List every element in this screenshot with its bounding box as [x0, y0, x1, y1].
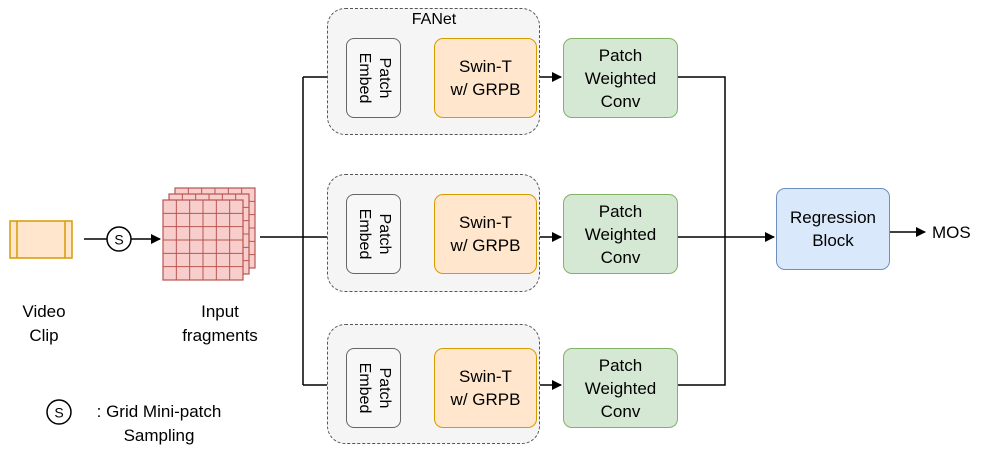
patch-weighted-conv-block-3: Patch Weighted Conv — [563, 348, 678, 428]
patch-embed-block-3: Patch Embed — [346, 348, 401, 428]
regression-block: Regression Block — [776, 188, 890, 270]
swin-t-block-3: Swin-T w/ GRPB — [434, 348, 537, 428]
mos-output-label: MOS — [932, 223, 971, 242]
input-fragments-label: Input fragments — [182, 302, 258, 345]
patch-embed-block-1: Patch Embed — [346, 38, 401, 118]
patch-embed-label-1: Patch Embed — [355, 52, 393, 104]
sampling-legend-label: : Grid Mini-patch Sampling — [96, 402, 222, 445]
fanet-title: FANet — [411, 11, 457, 28]
patch-weighted-conv-block-1: Patch Weighted Conv — [563, 38, 678, 118]
swin-t-block-2: Swin-T w/ GRPB — [434, 194, 537, 274]
patch-embed-label-3: Patch Embed — [355, 362, 393, 414]
patch-embed-label-2: Patch Embed — [355, 208, 393, 260]
sampling-symbol: S — [114, 232, 123, 248]
video-clip-label: Video Clip — [22, 302, 66, 345]
merge-lines — [678, 76, 775, 386]
patch-weighted-conv-block-2: Patch Weighted Conv — [563, 194, 678, 274]
input-fragments-icon — [162, 187, 256, 281]
video-clip-icon — [9, 220, 73, 259]
patch-embed-block-2: Patch Embed — [346, 194, 401, 274]
legend-sampling-icon: S — [46, 399, 72, 425]
legend-sampling-symbol: S — [54, 405, 63, 421]
swin-t-block-1: Swin-T w/ GRPB — [434, 38, 537, 118]
sampling-icon: S — [106, 226, 132, 252]
